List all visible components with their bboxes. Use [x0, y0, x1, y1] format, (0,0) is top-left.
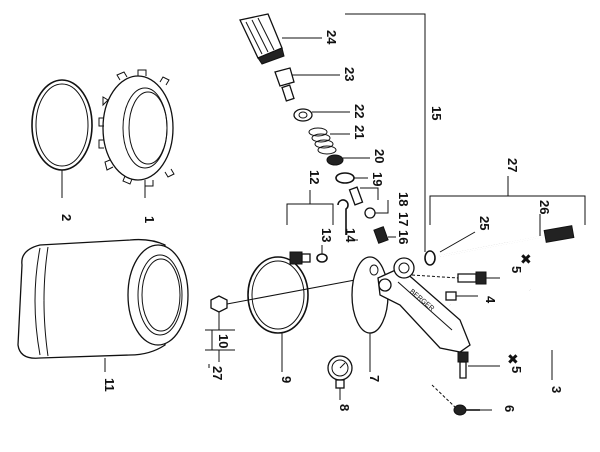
- callout-3: 3: [549, 386, 564, 393]
- callout-18: 18: [396, 192, 411, 206]
- callout-1: 1: [142, 216, 157, 223]
- clip-part-14: [337, 199, 358, 241]
- ring-nut-part-1: [98, 69, 175, 198]
- lid-plate-part-7: [351, 256, 389, 372]
- fitting-part-5-lower: [457, 351, 500, 379]
- callout-23: 23: [342, 67, 357, 81]
- callout-8: 8: [337, 404, 352, 411]
- callout-10: 10: [216, 334, 231, 348]
- tank-part-11: [17, 238, 189, 372]
- ball-part-17: [364, 200, 389, 219]
- pump-cap-part-24: [239, 13, 322, 65]
- gasket-part-9: [247, 256, 309, 372]
- wand-part-3: [449, 289, 556, 380]
- fitting-part-5-upper: [411, 271, 500, 285]
- callout-2: 2: [59, 214, 74, 221]
- washer-part-19: [335, 172, 368, 184]
- valve-part-23: [274, 67, 340, 102]
- pin-part-18: [348, 186, 379, 206]
- callout-19: 19: [370, 172, 385, 186]
- oring-part-13: [316, 245, 328, 263]
- callout-5-upper: 5: [509, 266, 524, 273]
- bracket-27: [429, 176, 586, 225]
- nut-part-10: [205, 279, 356, 362]
- callout-24: 24: [324, 30, 339, 45]
- callout-5-lower: 5: [509, 366, 524, 373]
- callout-7: 7: [367, 375, 382, 382]
- callout-25: 25: [477, 216, 492, 230]
- callout-16: 16: [396, 230, 411, 244]
- note-mark-lower: ✖: [507, 352, 519, 368]
- screw-part-6: [431, 384, 492, 416]
- callout-6: 6: [502, 405, 517, 412]
- extension-rod-part-26: [439, 214, 575, 257]
- o-ring-part-2: [31, 79, 93, 198]
- nut-part-22: [293, 108, 350, 122]
- bracket-15: [345, 13, 426, 252]
- callout-15: 15: [429, 106, 444, 120]
- callout-13: 13: [319, 228, 334, 242]
- callout-20: 20: [372, 149, 387, 163]
- callout-12: 12: [307, 170, 322, 184]
- fitting-part-4: [445, 291, 478, 301]
- callout-21: 21: [352, 125, 367, 139]
- seat-part-16: [373, 226, 396, 244]
- callout-22: 22: [352, 104, 367, 118]
- seal-part-20: [326, 154, 370, 166]
- spring-part-21: [308, 127, 350, 155]
- callout-4: 4: [483, 296, 498, 304]
- callout-14: 14: [343, 228, 358, 243]
- bracket-12: [286, 190, 334, 225]
- callout-9: 9: [279, 376, 294, 383]
- washer-part-25: [424, 231, 476, 266]
- callout-27-top: 27: [505, 158, 520, 172]
- callout-17: 17: [396, 212, 411, 226]
- callout-11: 11: [102, 378, 117, 392]
- plug-part-12: [289, 251, 311, 265]
- callout-26: 26: [537, 200, 552, 214]
- callout-27-bottom: 27: [210, 366, 225, 380]
- valve-body-handle: BERGER: [377, 257, 471, 353]
- note-mark-upper: ✖: [520, 252, 532, 268]
- gauge-part-8: [327, 355, 353, 400]
